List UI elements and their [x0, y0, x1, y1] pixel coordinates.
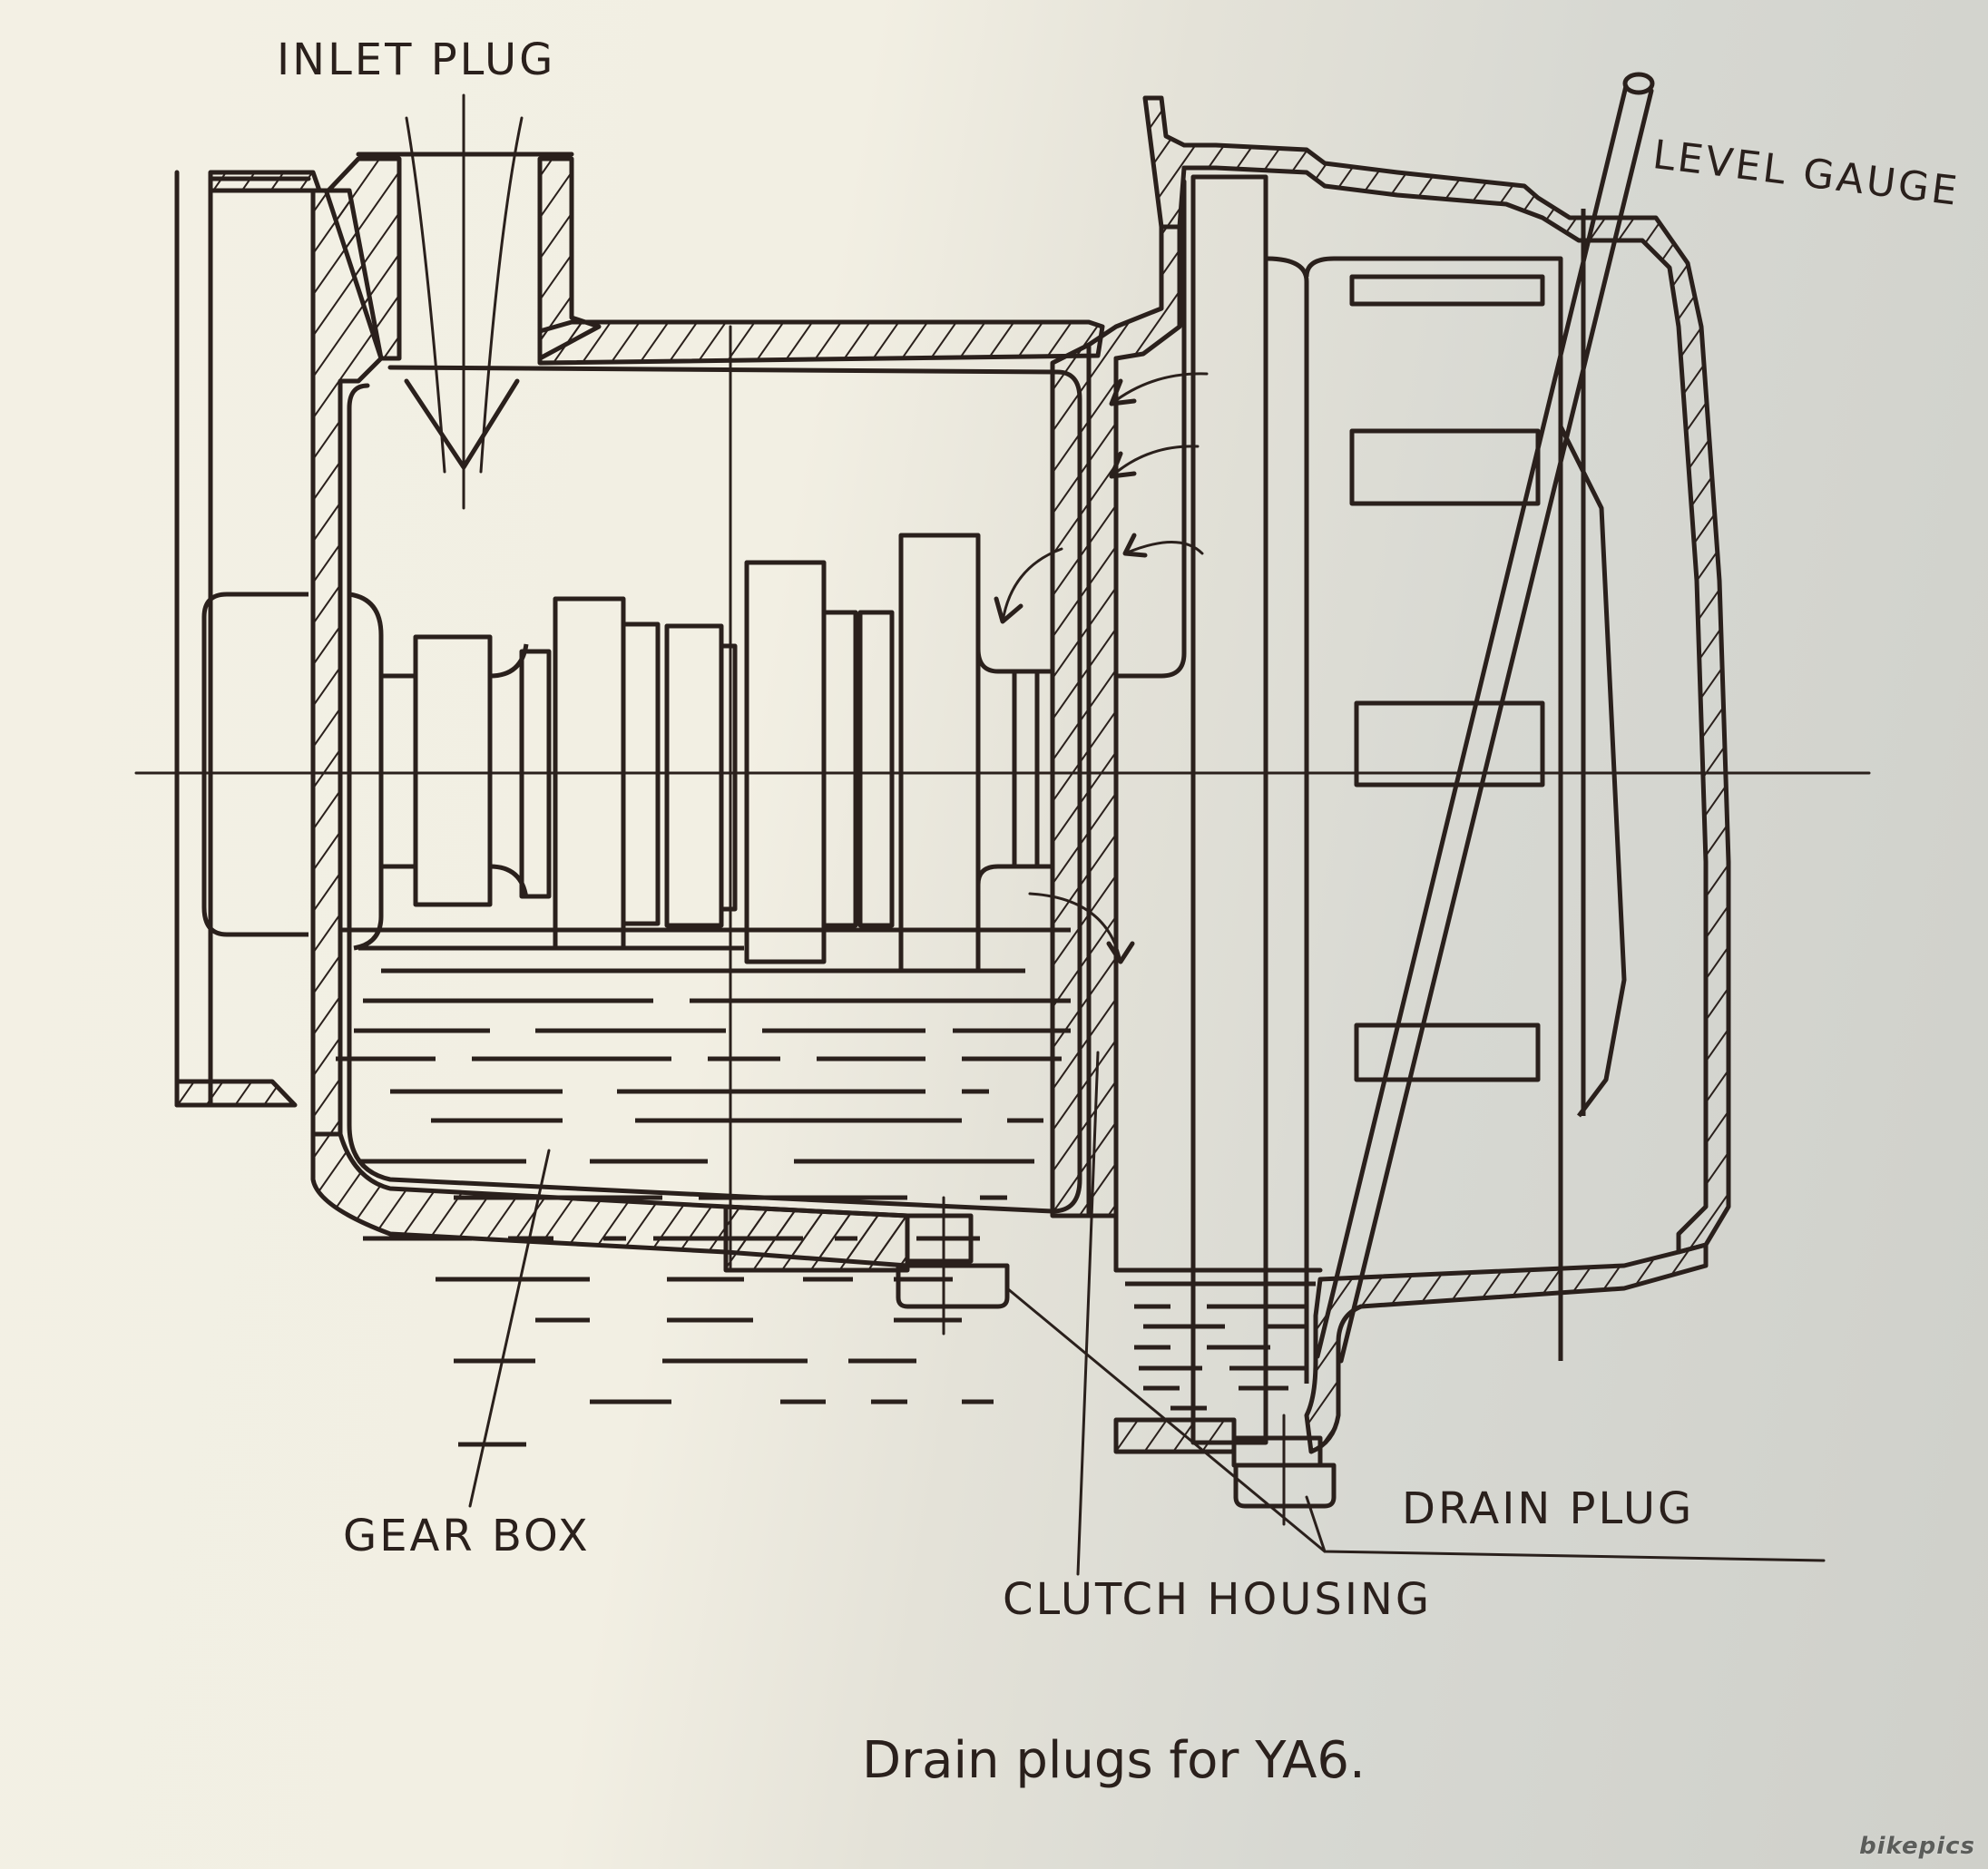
flow-arrowhead-1 [1109, 378, 1137, 406]
clutch-primary-gear [1190, 174, 1268, 1445]
gear-5 [898, 533, 981, 974]
gauge-rod-left-edge [1315, 83, 1629, 1359]
oil-flow-arrows [994, 372, 1209, 964]
gear-box-right-wall [1050, 342, 1092, 1218]
gear-4 [744, 560, 827, 964]
watermark-logo: bikepics [1859, 1833, 1975, 1860]
inlet-plug-label: INLET PLUG [277, 34, 556, 85]
spacer-1 [519, 649, 552, 899]
drain-plug-head-1 [896, 1263, 1010, 1309]
clutch-plate-2 [1349, 428, 1541, 506]
right-shaft-hub [975, 648, 1053, 886]
inlet-arrowhead [404, 378, 520, 470]
gear-box-top-wall [537, 319, 1105, 366]
gear-box-cavity [347, 365, 1082, 1214]
clutch-housing-label: CLUTCH HOUSING [1003, 1574, 1433, 1625]
clutch-sump-floor [1113, 1417, 1237, 1454]
gear-box-drain-plug [896, 1196, 1010, 1336]
inlet-neck-left [324, 156, 402, 361]
clutch-housing [1086, 95, 1731, 1454]
flow-arrowhead-3 [1122, 533, 1148, 558]
gauge-rod-tip [1622, 72, 1655, 95]
leader-lines [468, 1051, 1826, 1576]
level-gauge-rod [1315, 72, 1655, 1364]
clutch-chamber-outline [1113, 179, 1187, 1273]
inlet-flow-right [479, 116, 524, 474]
leader-clutch-housing [1076, 1051, 1100, 1576]
clutch-basket-outline [1304, 256, 1563, 1361]
flow-arrow-1 [1110, 372, 1209, 406]
left-bearing-boss [201, 592, 308, 937]
flow-arrow-4 [1001, 547, 1063, 623]
right-bushing [1012, 669, 1040, 869]
clutch-basket-wall [1265, 256, 1309, 1384]
leader-drain-plug-2 [1305, 1495, 1327, 1553]
figure-caption: Drain plugs for YA6. [862, 1731, 1366, 1790]
spacer-4 [821, 610, 858, 928]
left-shaft-hub [348, 592, 384, 951]
left-end-cover [208, 176, 311, 1108]
gear-box-label: GEAR BOX [343, 1511, 591, 1561]
gear-shaft-assembly [134, 533, 1871, 974]
flow-arrow-2 [1110, 445, 1200, 478]
inlet-flow-arrows [404, 93, 524, 510]
clutch-housing-oil [1125, 1281, 1316, 1411]
gear-box-bottom-wall-right [723, 1204, 910, 1273]
gear-1-hub [381, 643, 529, 899]
inlet-flow-left [405, 116, 446, 474]
left-cover-bottom-flange [174, 1079, 298, 1108]
flow-arrow-5 [1028, 892, 1122, 964]
gear-box-housing [174, 152, 1105, 1273]
clutch-plate-3 [1354, 700, 1545, 788]
spacer-2 [621, 621, 661, 926]
clutch-housing-left-wall [1086, 224, 1182, 1218]
flow-arrowhead-4 [994, 596, 1023, 624]
gear-1 [413, 634, 493, 907]
clutch-sump-wall [1304, 1242, 1709, 1454]
left-cover-top-flange [208, 170, 322, 193]
spacer-3 [719, 643, 738, 912]
pressure-plate [1558, 425, 1627, 1118]
gear-box-oil [336, 927, 1071, 1447]
gear-3 [664, 623, 724, 928]
drain-plug-head-2 [1233, 1463, 1337, 1509]
flow-arrow-3 [1123, 541, 1204, 555]
leader-gear-box [468, 1149, 551, 1508]
drain-plug-label: DRAIN PLUG [1402, 1483, 1695, 1534]
clutch-plate-4 [1354, 1023, 1541, 1082]
drain-plug-boss-1 [905, 1213, 974, 1264]
spacer-5 [857, 610, 895, 928]
flow-arrowhead-2 [1109, 451, 1137, 479]
gauge-rod-right-edge [1338, 88, 1654, 1364]
clutch-plate-1 [1349, 274, 1545, 307]
flow-arrowhead-5 [1106, 941, 1135, 964]
clutch-drain-plug [1231, 1414, 1337, 1526]
